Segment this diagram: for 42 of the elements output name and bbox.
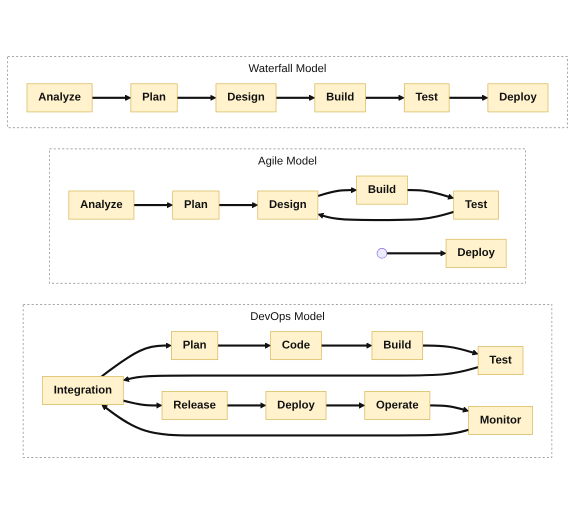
arrow <box>422 344 478 356</box>
process-box: Test <box>404 83 450 112</box>
arrow <box>276 94 316 101</box>
arrow <box>218 342 271 349</box>
arrow <box>430 404 469 412</box>
arrow <box>123 366 478 382</box>
process-box: Design <box>216 83 276 112</box>
process-box: Test <box>478 346 524 375</box>
arrow <box>123 400 162 409</box>
arrow <box>449 94 488 101</box>
arrow <box>227 402 266 409</box>
arrow <box>326 402 366 409</box>
process-box: Integration <box>42 376 124 405</box>
process-box: Code <box>270 331 322 360</box>
process-box: Plan <box>171 331 218 360</box>
arrow <box>101 404 469 436</box>
arrow <box>134 202 173 208</box>
arrow <box>321 342 372 349</box>
arrow <box>219 202 258 208</box>
process-box: Analyze <box>26 83 92 112</box>
process-box: Deploy <box>488 83 548 112</box>
process-box: Plan <box>130 83 178 112</box>
arrow <box>92 94 132 101</box>
arrow <box>101 342 172 378</box>
process-box: Design <box>257 190 318 220</box>
arrow <box>386 250 446 256</box>
process-box: Build <box>314 83 366 112</box>
process-box: Plan <box>172 190 220 220</box>
process-box: Deploy <box>266 391 326 420</box>
process-box: Build <box>356 176 408 205</box>
process-box: Build <box>372 331 424 360</box>
arrow <box>318 186 357 197</box>
process-box: Deploy <box>446 238 507 268</box>
process-box: Operate <box>364 391 430 420</box>
process-box: Test <box>453 190 499 220</box>
arrow <box>177 94 216 101</box>
arrow <box>318 210 454 222</box>
process-box: Release <box>162 391 228 420</box>
arrow <box>407 189 454 200</box>
arrow <box>366 94 405 101</box>
process-box: Monitor <box>468 406 533 435</box>
process-box: Analyze <box>68 190 134 220</box>
